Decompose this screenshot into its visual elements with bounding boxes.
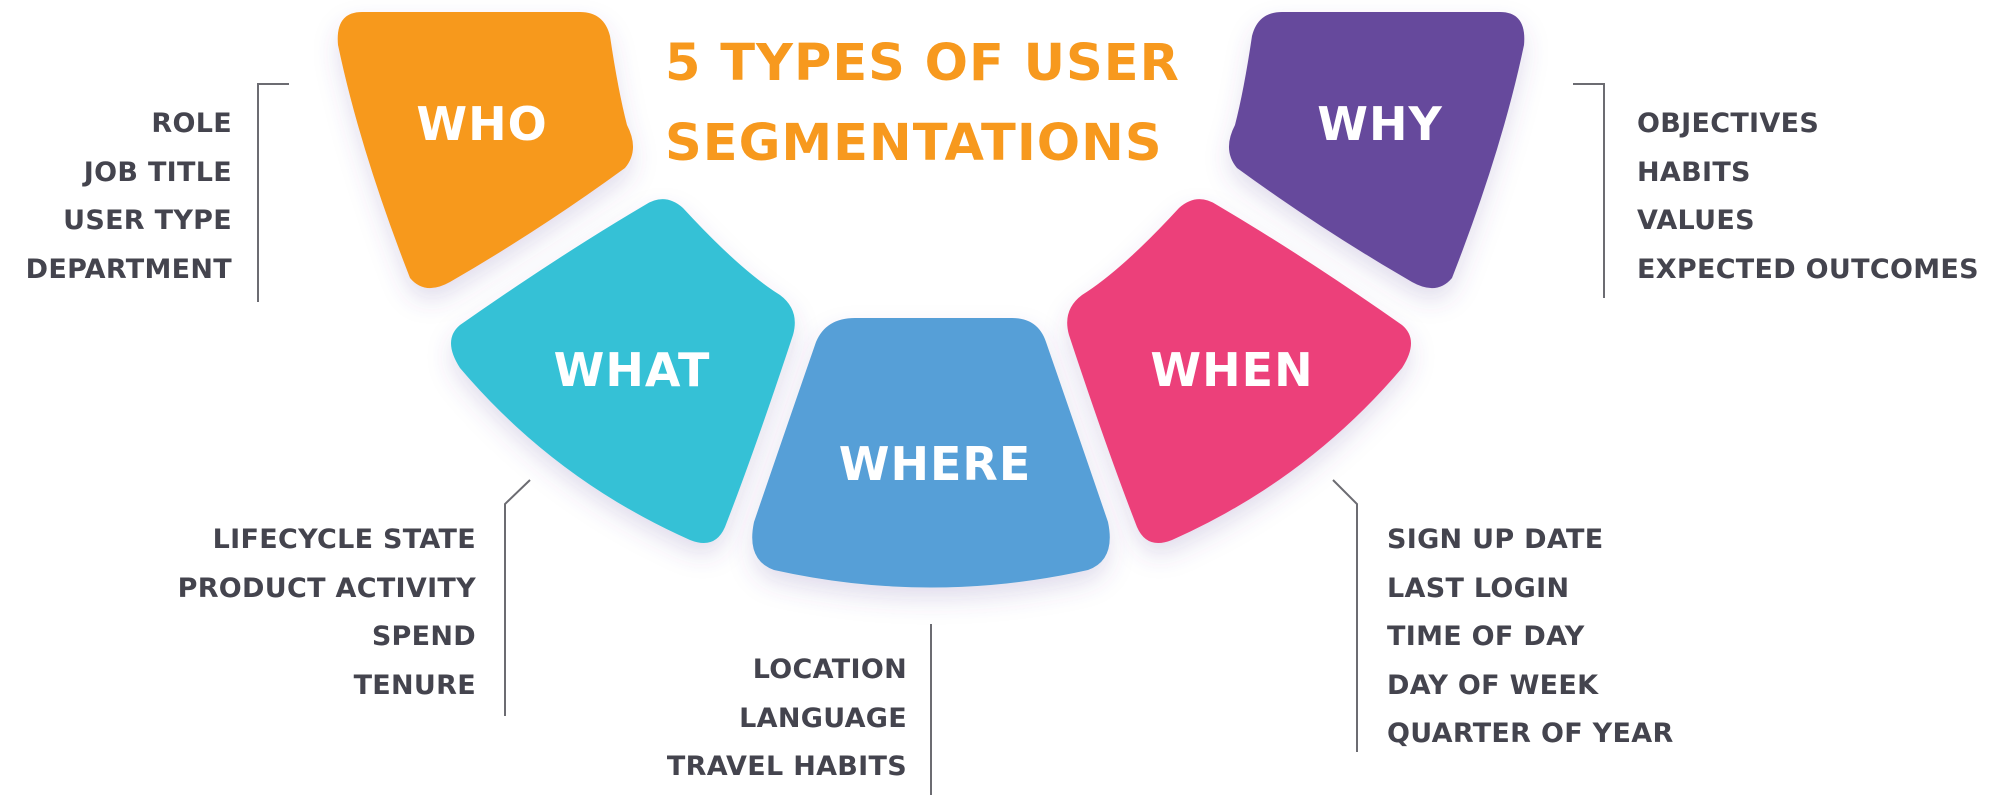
when-item: DAY OF WEEK [1387,669,1599,701]
diagram-title-line-1: 5 TYPES OF USER [665,34,1180,93]
where-item: LOCATION [752,654,907,685]
what-label: WHAT [554,343,711,397]
when-segment: WHEN [1067,199,1411,544]
when-item: SIGN UP DATE [1387,524,1604,555]
when-shape [1067,199,1411,544]
who-item: DEPARTMENT [25,253,232,285]
where-item: TRAVEL HABITS [666,751,907,782]
who-items: ROLE JOB TITLE USER TYPE DEPARTMENT [26,100,232,294]
what-item: LIFECYCLE STATE [212,524,476,555]
what-shape [451,199,795,544]
when-item: QUARTER OF YEAR [1387,718,1674,749]
where-label: WHERE [839,437,1032,491]
who-item: ROLE [151,108,232,139]
why-items: OBJECTIVES HABITS VALUES EXPECTED OUTCOM… [1637,100,1979,294]
where-item: LANGUAGE [739,702,907,734]
who-item: USER TYPE [63,205,232,236]
where-shape [752,318,1110,588]
where-segment: WHERE [752,318,1110,588]
when-item: TIME OF DAY [1387,621,1585,652]
what-item: TENURE [353,669,476,701]
why-item: EXPECTED OUTCOMES [1637,253,1979,285]
why-item: OBJECTIVES [1637,108,1820,139]
when-connector [1332,479,1358,752]
when-label: WHEN [1150,343,1313,397]
who-connector [257,83,289,302]
why-shape [1228,12,1525,289]
why-segment: WHY [1228,12,1525,289]
connector-lines [257,83,1605,795]
who-label: WHO [416,97,547,151]
what-item: SPEND [371,621,476,652]
when-item: LAST LOGIN [1387,572,1570,604]
why-item: VALUES [1637,205,1755,236]
what-item: PRODUCT ACTIVITY [177,572,476,604]
who-segment: WHO [337,12,634,289]
why-label: WHY [1317,97,1443,151]
what-connector [504,479,531,716]
what-items: LIFECYCLE STATE PRODUCT ACTIVITY SPEND T… [178,516,476,710]
why-item: HABITS [1637,156,1751,188]
why-connector [1573,83,1605,298]
when-items: SIGN UP DATE LAST LOGIN TIME OF DAY DAY … [1387,516,1674,759]
diagram-title-line-2: SEGMENTATIONS [665,114,1163,173]
what-segment: WHAT [451,199,795,544]
who-item: JOB TITLE [83,156,232,188]
where-items: LOCATION LANGUAGE TRAVEL HABITS [667,646,907,792]
who-shape [337,12,634,289]
